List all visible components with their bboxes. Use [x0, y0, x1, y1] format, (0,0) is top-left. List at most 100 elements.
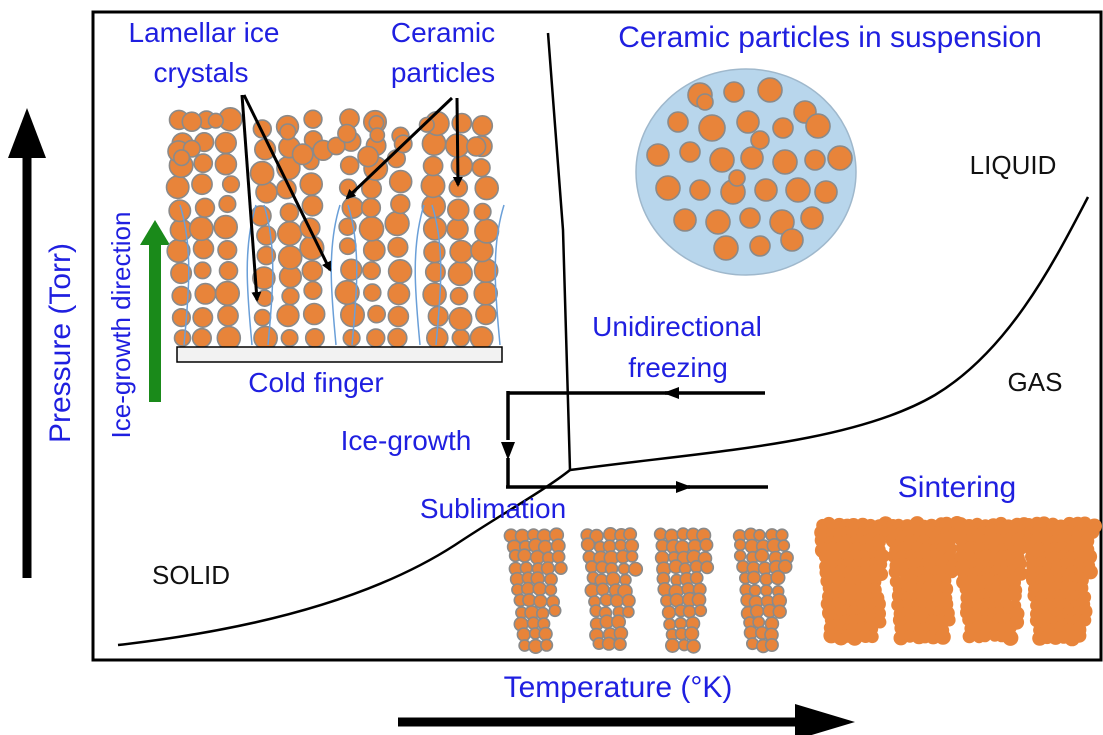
ceramic-particle	[340, 258, 363, 281]
ceramic-particle	[249, 160, 275, 186]
dried-particle	[580, 537, 596, 552]
sintered-particle	[978, 629, 992, 643]
dried-particle	[733, 549, 747, 563]
ceramic-particle	[216, 325, 242, 351]
ceramic-particle	[168, 199, 192, 223]
ceramic-particle	[473, 280, 499, 306]
sintered-particle	[1002, 629, 1019, 646]
suspension-particle	[754, 178, 778, 202]
ceramic-particle	[193, 153, 214, 174]
dried-particle	[733, 538, 747, 552]
ceramic-particle	[304, 327, 325, 348]
ceramic-particle	[471, 114, 494, 137]
ceramic-particle	[369, 127, 386, 143]
ceramic-particle	[475, 303, 497, 326]
ceramic-particle	[420, 173, 446, 199]
ceramic-particle	[339, 155, 360, 176]
x-axis-label: Temperature (°K)	[504, 671, 733, 704]
dried-particle	[622, 605, 635, 619]
dried-particle	[520, 581, 535, 596]
ceramic-particle	[334, 279, 360, 306]
ceramic-particle	[388, 169, 413, 194]
ceramic-particle	[217, 304, 239, 327]
sintered-particle	[1072, 628, 1087, 643]
label-ceramic-line2: particles	[391, 57, 495, 88]
ceramic-particle	[474, 175, 500, 201]
suspension-particle	[785, 177, 811, 203]
suspension-particle	[757, 77, 783, 103]
cold-finger	[176, 346, 503, 363]
ceramic-particle	[191, 327, 212, 349]
suspension-particle	[698, 114, 726, 142]
solid-liquid-boundary	[546, 32, 572, 471]
suspension-particle	[814, 180, 838, 204]
sintered-particle	[888, 565, 902, 579]
plot-frame	[91, 10, 1103, 662]
suspension-particle	[736, 110, 760, 134]
ice-lamella-edge	[263, 204, 274, 346]
ceramic-particle	[192, 306, 214, 328]
ceramic-particle	[387, 236, 409, 258]
ceramic-particle	[281, 287, 300, 306]
ceramic-particle	[466, 136, 487, 157]
dried-particle	[621, 593, 636, 608]
dried-particle	[700, 560, 715, 575]
ceramic-particle	[256, 245, 277, 266]
y-axis-arrow	[8, 108, 46, 578]
dried-particle	[777, 559, 793, 574]
dried-particle	[609, 593, 624, 608]
ice-lamella-edge	[347, 204, 358, 346]
inset-particles	[165, 107, 500, 351]
suspension-particle	[800, 206, 824, 230]
ceramic-particle	[207, 112, 224, 129]
sintered-scaffold	[814, 516, 1102, 647]
ceramic-particle	[387, 258, 413, 284]
ceramic-particle	[169, 218, 193, 242]
ceramic-particle	[301, 194, 324, 217]
dried-particle	[764, 637, 779, 652]
ceramic-particle	[214, 152, 238, 176]
label-ice-growth: Ice-growth	[341, 425, 472, 456]
ceramic-particle	[291, 143, 314, 166]
ceramic-particle	[170, 262, 193, 285]
ceramic-particle	[280, 328, 299, 347]
solid-gas-boundary	[117, 469, 571, 647]
ceramic-particle	[303, 280, 323, 301]
ceramic-particle	[279, 202, 300, 223]
dried-particle	[664, 637, 680, 653]
dried-particle	[551, 550, 566, 564]
phase-label-solid: SOLID	[152, 560, 230, 590]
sintered-particle	[935, 629, 951, 645]
ceramic-particle	[191, 173, 213, 196]
dried-particle	[694, 604, 708, 618]
ceramic-particle	[277, 245, 303, 270]
dried-particle	[517, 548, 532, 563]
ceramic-particle	[171, 285, 192, 307]
dried-particle	[533, 594, 548, 609]
dried-particle	[625, 550, 639, 563]
ceramic-particle	[362, 283, 382, 302]
sintered-particle	[1009, 589, 1022, 603]
phase-label-liquid: LIQUID	[970, 150, 1057, 180]
sintered-particle	[865, 630, 879, 644]
sintered-particle	[962, 629, 977, 644]
suspension-particle	[679, 141, 701, 163]
dried-particle	[554, 561, 568, 576]
ceramic-particle	[338, 178, 358, 198]
dried-particle	[699, 537, 714, 552]
ceramic-particle	[255, 289, 274, 308]
ceramic-particle	[217, 240, 238, 261]
freeze-casting-inset: Ice-growth direction Cold finger Lamella…	[106, 17, 505, 438]
dried-particle	[628, 561, 644, 577]
ceramic-particle	[256, 225, 277, 246]
suspension-particle	[772, 117, 794, 139]
sintered-particle	[942, 613, 956, 627]
dried-particle	[661, 605, 677, 620]
ceramic-particle	[166, 238, 191, 263]
suspension-particle	[739, 207, 761, 229]
label-sintering: Sintering	[898, 471, 1016, 504]
suspension-particle	[705, 209, 731, 235]
dried-particle	[623, 527, 638, 542]
dried-particle	[544, 583, 558, 597]
